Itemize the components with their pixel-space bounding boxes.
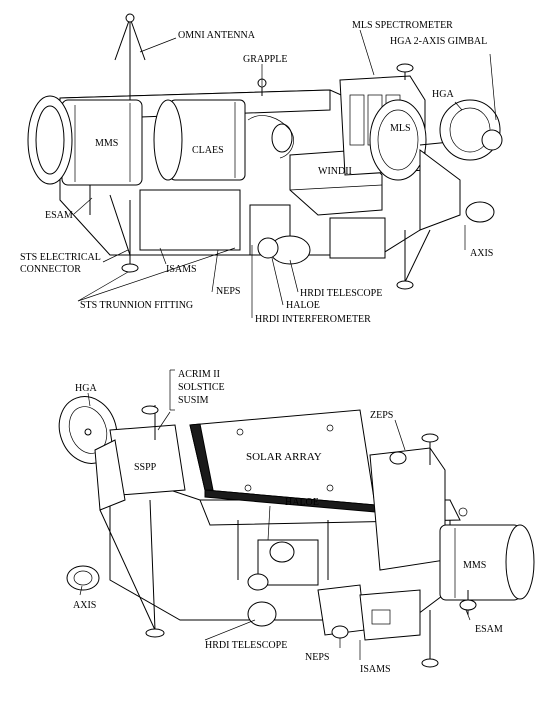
label-neps-upper: NEPS [216, 286, 240, 297]
label-neps-lower: NEPS [305, 652, 329, 663]
label-sts-trunnion-fitting: STS TRUNNION FITTING [80, 300, 193, 311]
label-claes: CLAES [192, 145, 224, 156]
label-grapple: GRAPPLE [243, 54, 287, 65]
label-mms-upper: MMS [95, 138, 118, 149]
label-isams-upper: ISAMS [166, 264, 197, 275]
upper-spacecraft-drawing [27, 13, 503, 290]
label-hga-upper: HGA [432, 89, 454, 100]
label-esam-lower: ESAM [475, 624, 503, 635]
label-solar-array: SOLAR ARRAY [246, 451, 322, 463]
lower-spacecraft-drawing [58, 396, 535, 668]
label-haloe-upper: HALOE [286, 300, 320, 311]
lower-leader-lines [79, 369, 471, 660]
label-susim: SUSIM [178, 395, 209, 406]
label-axis-upper: AXIS [470, 248, 493, 259]
label-hga-2-axis-gimbal: HGA 2-AXIS GIMBAL [390, 36, 487, 47]
label-omni-antenna: OMNI ANTENNA [178, 30, 256, 41]
label-hga-lower: HGA [75, 383, 97, 394]
label-solstice: SOLSTICE [178, 382, 225, 393]
label-esam-upper: ESAM [45, 210, 73, 221]
label-zeps: ZEPS [370, 410, 393, 421]
label-hrdi-telescope-lower: HRDI TELESCOPE [205, 640, 287, 651]
label-windii: WINDII [318, 166, 352, 177]
upper-leader-lines [73, 29, 497, 318]
label-sts-electrical: STS ELECTRICAL [20, 252, 101, 263]
label-hrdi-telescope-upper: HRDI TELESCOPE [300, 288, 382, 299]
label-haloe-lower: HALOE [285, 497, 319, 508]
label-sspp: SSPP [134, 462, 157, 473]
label-acrim-ii: ACRIM II [178, 369, 220, 380]
label-connector: CONNECTOR [20, 264, 81, 275]
label-axis-lower: AXIS [73, 600, 96, 611]
label-isams-lower: ISAMS [360, 664, 391, 675]
label-mls-spectrometer: MLS SPECTROMETER [352, 20, 453, 31]
label-mls: MLS [390, 123, 411, 134]
label-hrdi-interferometer: HRDI INTERFEROMETER [255, 314, 371, 325]
label-mms-lower: MMS [463, 560, 486, 571]
